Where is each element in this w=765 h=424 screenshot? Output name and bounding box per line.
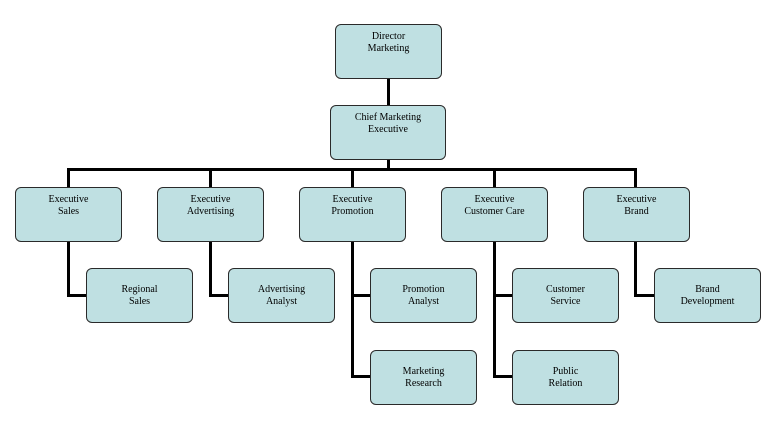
node-executive-brand[interactable]: Executive Brand (583, 187, 690, 242)
connector-bus-brand (634, 168, 637, 187)
connector-advertising-analyst (209, 294, 229, 297)
node-executive-customer-care[interactable]: Executive Customer Care (441, 187, 548, 242)
node-promotion-analyst[interactable]: Promotion Analyst (370, 268, 477, 323)
connector-promotion-research (351, 375, 371, 378)
node-label: Customer Service (546, 283, 585, 307)
node-director-marketing[interactable]: Director Marketing (335, 24, 442, 79)
node-label: Advertising Analyst (257, 283, 306, 307)
node-advertising-analyst[interactable]: Advertising Analyst (228, 268, 335, 323)
node-label: Executive Promotion (331, 194, 374, 217)
node-label: Director Marketing (367, 31, 410, 54)
connector-bus-customer-care (493, 168, 496, 187)
connector-bus-sales (67, 168, 70, 187)
node-label: Executive Sales (48, 194, 89, 217)
node-executive-promotion[interactable]: Executive Promotion (299, 187, 406, 242)
node-label: Executive Brand (616, 194, 657, 217)
node-executive-advertising[interactable]: Executive Advertising (157, 187, 264, 242)
node-regional-sales[interactable]: Regional Sales (86, 268, 193, 323)
node-label: Promotion Analyst (402, 283, 445, 307)
connector-brand-down (634, 241, 637, 296)
connector-advertising-down (209, 241, 212, 296)
node-public-relation[interactable]: Public Relation (512, 350, 619, 405)
node-label: Brand Development (680, 283, 735, 307)
connector-customer-care-service (493, 294, 513, 297)
connector-sales-regional (67, 294, 87, 297)
node-label: Regional Sales (121, 283, 158, 307)
node-marketing-research[interactable]: Marketing Research (370, 350, 477, 405)
connector-customer-care-down (493, 241, 496, 378)
node-label: Chief Marketing Executive (354, 112, 422, 135)
node-label: Executive Customer Care (464, 194, 525, 217)
connector-director-chief (387, 78, 390, 105)
node-brand-development[interactable]: Brand Development (654, 268, 761, 323)
node-chief-marketing-executive[interactable]: Chief Marketing Executive (330, 105, 446, 160)
connector-bus-promotion (351, 168, 354, 187)
node-customer-service[interactable]: Customer Service (512, 268, 619, 323)
node-label: Executive Advertising (186, 194, 235, 217)
connector-sales-down (67, 241, 70, 296)
node-label: Public Relation (548, 365, 583, 389)
node-label: Marketing Research (402, 365, 445, 389)
node-executive-sales[interactable]: Executive Sales (15, 187, 122, 242)
connector-promotion-down (351, 241, 354, 378)
connector-promotion-analyst (351, 294, 371, 297)
connector-customer-care-relation (493, 375, 513, 378)
connector-bus-advertising (209, 168, 212, 187)
connector-brand-development (634, 294, 655, 297)
connector-chief-bus (387, 159, 390, 169)
